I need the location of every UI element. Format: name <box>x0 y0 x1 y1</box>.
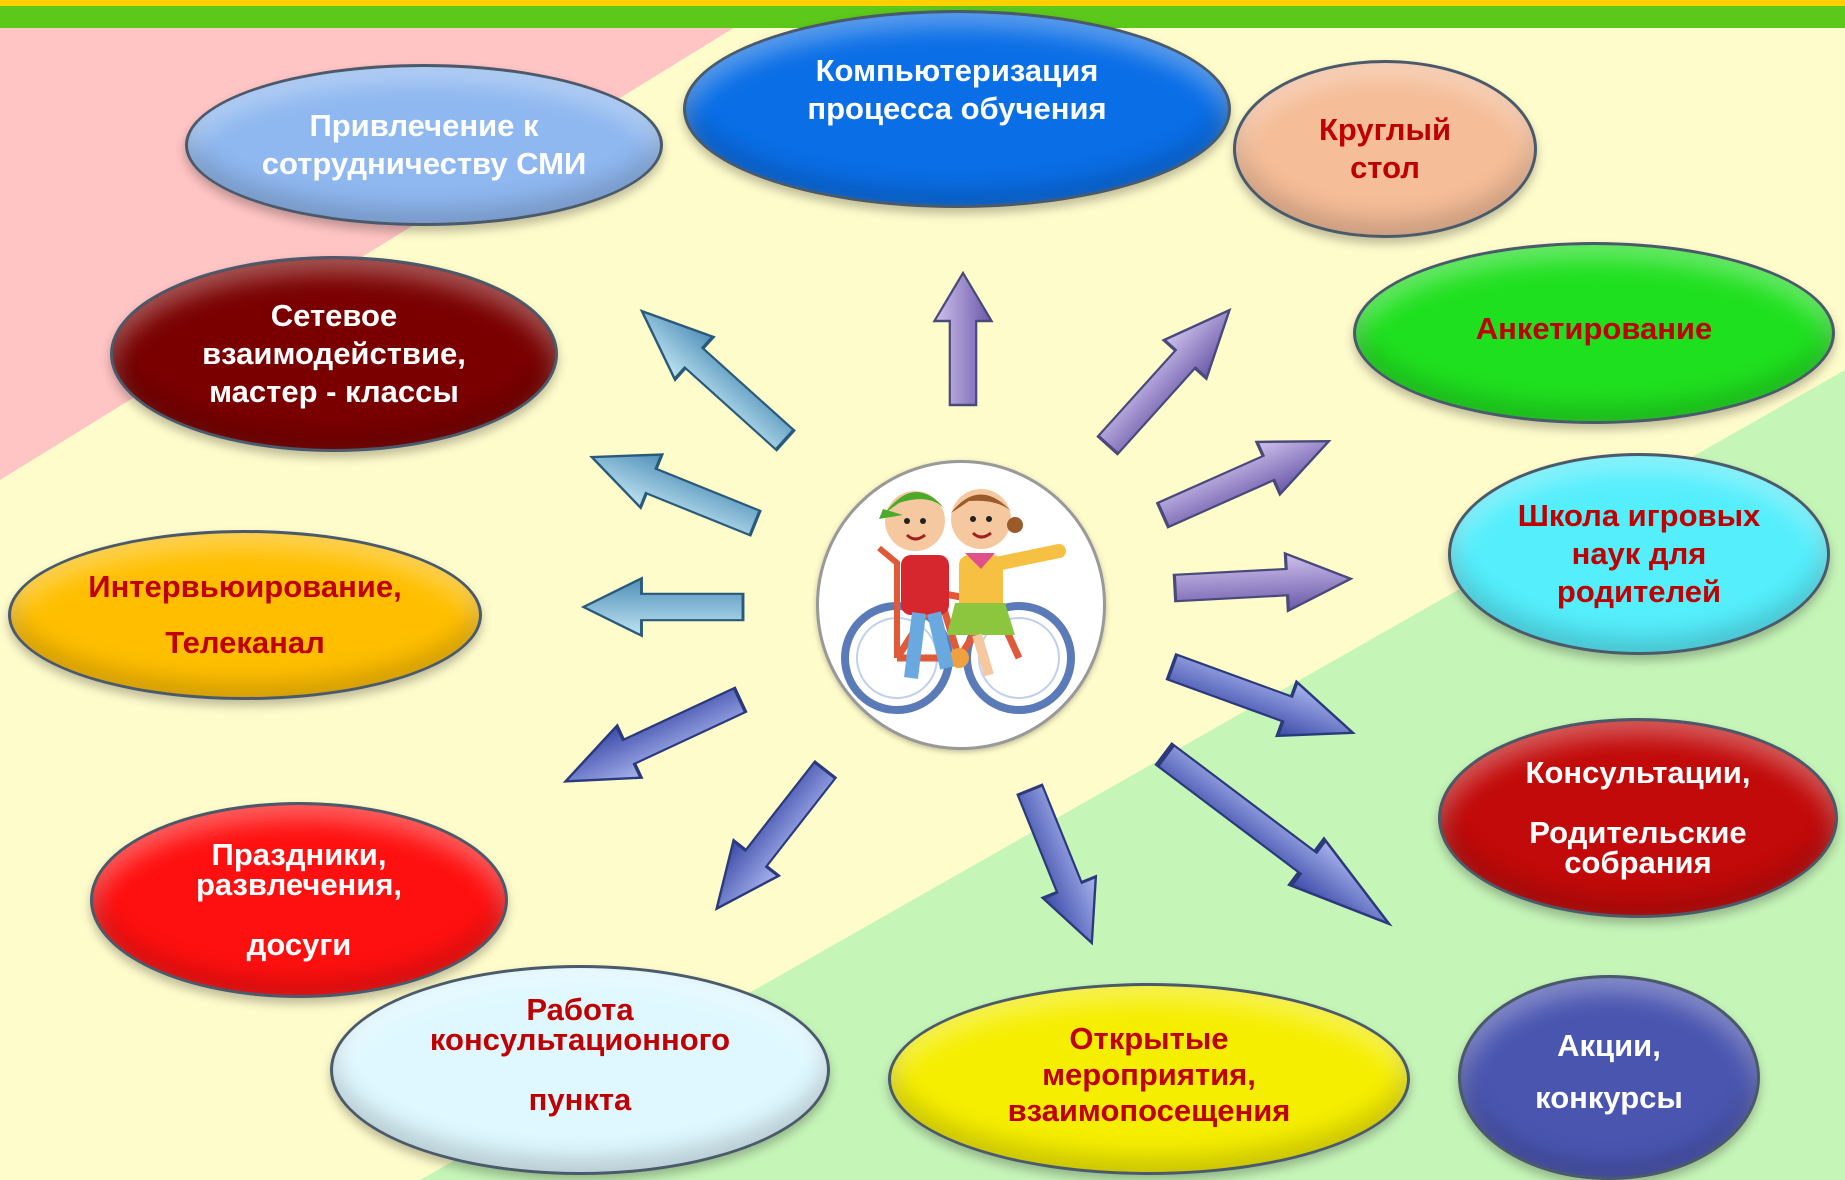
arrow-down-right <box>1148 732 1406 946</box>
arrow-down-left <box>692 750 849 928</box>
node-school: Школа игровых наук для родителей <box>1448 453 1830 655</box>
node-consult-point: Работа консультационного пункта <box>330 965 830 1175</box>
node-smi: Привлечение к сотрудничеству СМИ <box>185 64 663 226</box>
arrow-right-3 <box>1160 638 1365 762</box>
node-round-table: Круглый стол <box>1233 60 1537 238</box>
node-actions-text: Акции, конкурсы <box>1535 1027 1683 1115</box>
node-network: Сетевое взаимодействие, мастер - классы <box>110 256 558 452</box>
node-round-table-text: Круглый стол <box>1318 112 1452 185</box>
arrow-up-left <box>621 288 806 463</box>
node-open-events-text: Открытые мероприятия, взаимопосещения <box>1007 1021 1291 1128</box>
arrow-left <box>582 576 745 638</box>
arrow-up-right <box>1085 289 1253 466</box>
arrow-right-1 <box>1149 413 1343 543</box>
node-consultations: Консультации, Родительские собрания <box>1438 718 1838 918</box>
children-on-bicycle-icon <box>841 489 1075 714</box>
node-smi-text: Привлечение к сотрудничеству СМИ <box>261 108 587 181</box>
node-survey-text: Анкетирование <box>1475 311 1713 346</box>
arrow-left-down <box>551 672 754 809</box>
node-survey: Анкетирование <box>1353 242 1835 424</box>
node-consultations-text: Консультации, Родительские собрания <box>1525 755 1751 880</box>
arrow-up <box>933 271 993 407</box>
node-actions: Акции, конкурсы <box>1458 975 1760 1180</box>
arrow-down <box>1002 777 1120 956</box>
node-computerization: Компьютеризация процесса обучения <box>683 10 1231 208</box>
node-holidays-text: Праздники, развлечения, досуги <box>195 837 403 962</box>
node-interview: Интервьюирование, Телеканал <box>8 530 482 700</box>
node-network-text: Сетевое взаимодействие, мастер - классы <box>202 298 466 409</box>
arrow-right-2 <box>1171 548 1354 619</box>
node-consult-point-text: Работа консультационного пункта <box>429 992 731 1117</box>
node-holidays: Праздники, развлечения, досуги <box>90 802 508 998</box>
node-open-events: Открытые мероприятия, взаимопосещения <box>888 983 1410 1175</box>
node-school-text: Школа игровых наук для родителей <box>1517 498 1761 609</box>
center-illustration <box>816 460 1106 750</box>
arrow-left-up <box>579 429 768 552</box>
node-computerization-text: Компьютеризация процесса обучения <box>807 53 1107 126</box>
node-interview-text: Интервьюирование, Телеканал <box>88 569 402 660</box>
